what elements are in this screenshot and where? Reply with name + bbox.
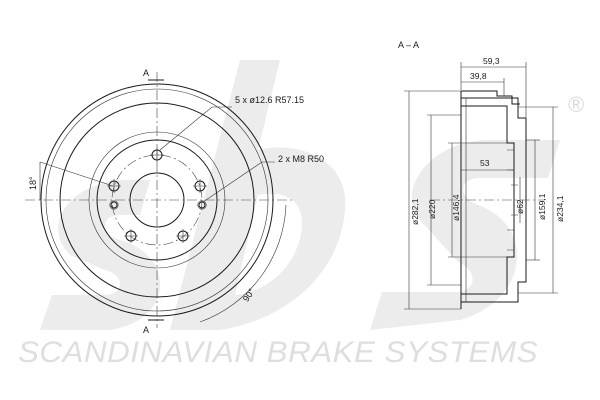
registered-mark: ®: [568, 92, 584, 117]
watermark-b-icon: [170, 60, 346, 330]
hub-depth-label: 39,8: [470, 71, 487, 81]
threaded-holes: [109, 200, 207, 210]
hub-flange-circle: [88, 131, 226, 269]
section-title: A – A: [398, 40, 419, 50]
front-view: A A 5 x ø12.6 R57.15 2 x M8 R50 18° 90°: [25, 68, 324, 335]
brand-text: SCANDINAVIAN BRAKE SYSTEMS: [18, 336, 538, 369]
center-bore-label: ø62: [515, 199, 525, 214]
angle-line-a: [39, 161, 114, 187]
threads-callout: 2 x M8 R50: [278, 154, 324, 164]
thread-outline: [109, 200, 119, 210]
center-bore-circle: [129, 172, 185, 228]
inner-depth-label: 53: [480, 158, 490, 168]
drum-friction-circle: [59, 102, 255, 298]
thread-hole: [198, 201, 206, 209]
drum-section-inner: [461, 105, 515, 295]
angle-90-arc: [199, 204, 287, 323]
watermark-s-left-icon: [40, 180, 161, 330]
threads-leader: [202, 161, 275, 203]
thread-outline: [197, 200, 207, 210]
bolt-holes: [107, 148, 207, 243]
thread-hole: [110, 201, 118, 209]
outer-diameter-label: ø282,1: [410, 198, 420, 225]
holes-leader: [159, 106, 232, 151]
angle-18-label: 18°: [28, 176, 38, 190]
section-label-bottom: A: [143, 325, 149, 335]
total-depth-label: 59,3: [483, 56, 500, 66]
hub-diameter-label: ø146,4: [451, 194, 461, 221]
drum-outer-circle: [40, 83, 274, 317]
drum-rim-circle: [45, 88, 269, 312]
holes-callout: 5 x ø12.6 R57.15: [235, 95, 304, 105]
sbs-watermark: ® SCANDINAVIAN BRAKE SYSTEMS: [18, 60, 584, 369]
friction-diameter-label: ø220: [427, 199, 437, 219]
hub-flange-label: ø159,1: [537, 193, 547, 220]
hub-circle: [96, 139, 218, 261]
section-label-top: A: [143, 68, 149, 78]
section-view: A – A 59,3 39,8 53 ø282,1 ø220 ø146,4: [398, 40, 565, 310]
rim-diameter-label: ø234,1: [555, 195, 565, 222]
watermark-s-right-icon: [370, 140, 560, 330]
